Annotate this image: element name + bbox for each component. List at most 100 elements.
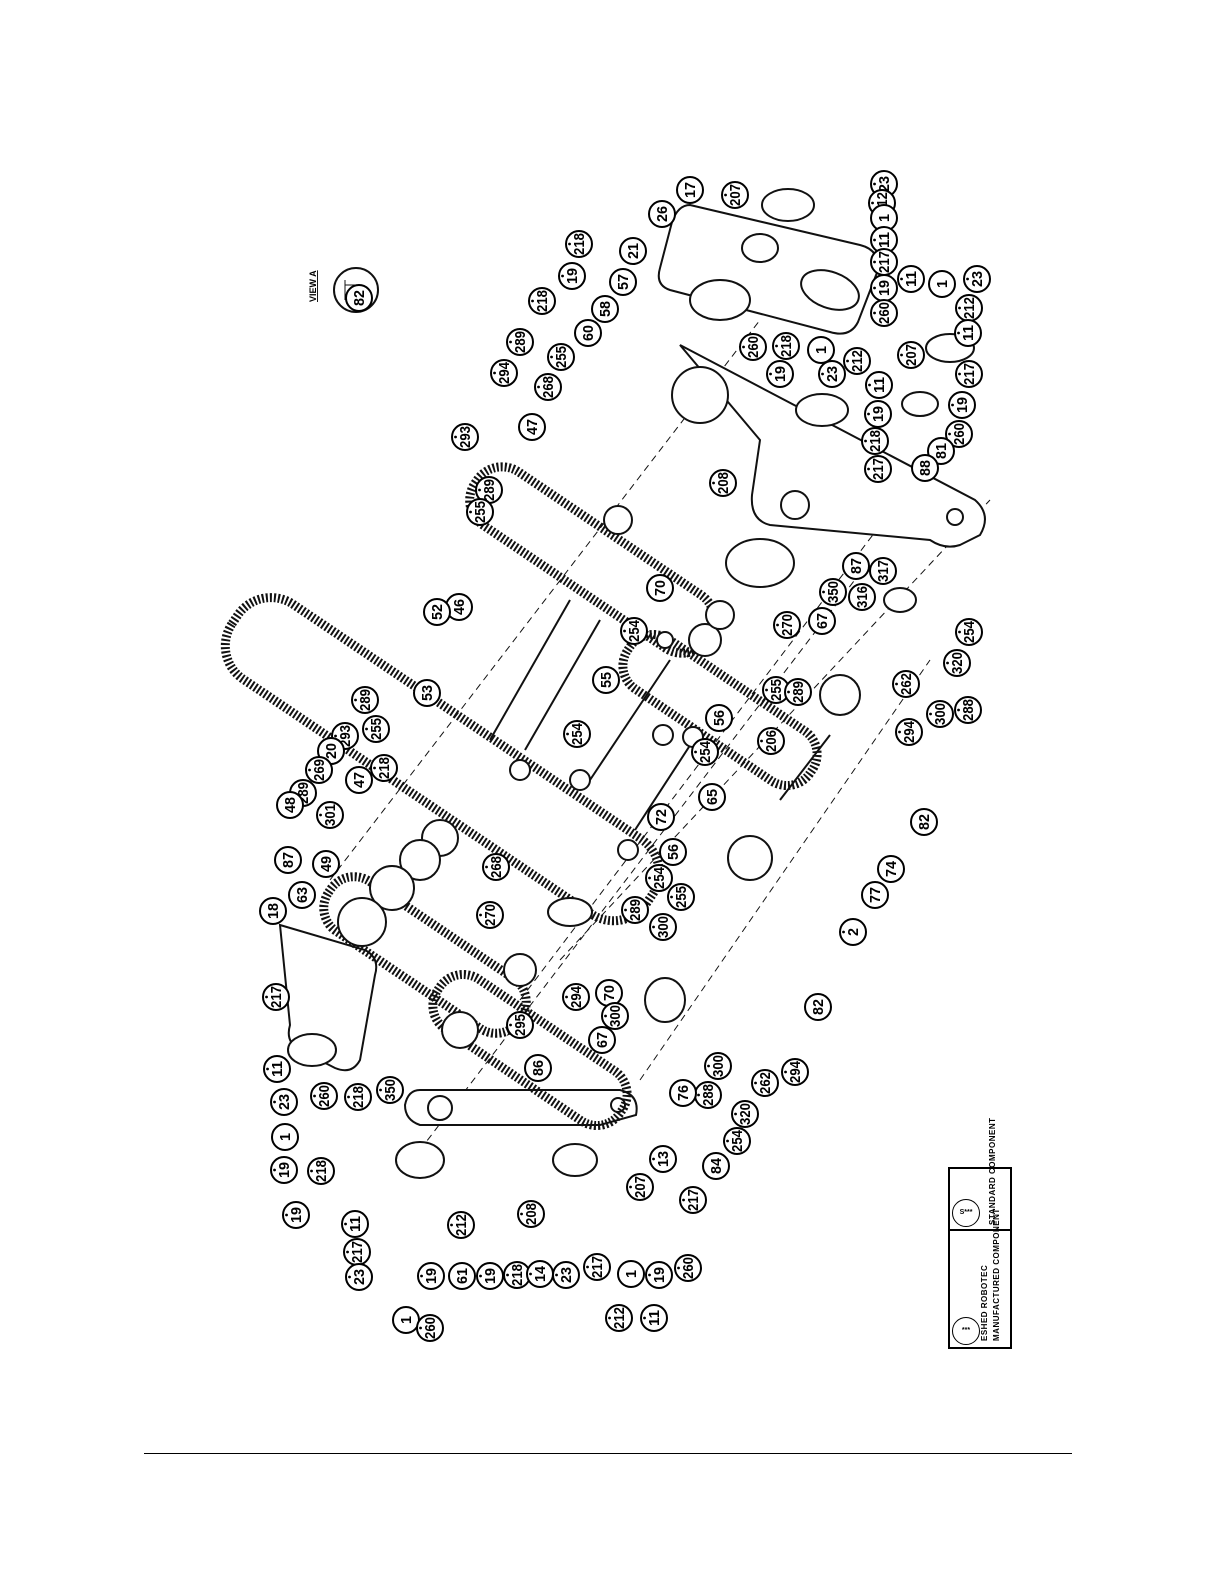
callout-balloon [721, 181, 749, 209]
standard-marker: • [466, 510, 477, 514]
callout-balloon [345, 766, 373, 794]
side-plate-right-main [679, 344, 986, 548]
part-callout-293: 293• [451, 423, 479, 451]
part-callout-70: 70 [595, 979, 623, 1007]
standard-marker: • [620, 629, 631, 633]
callout-number: 295 [512, 1014, 529, 1036]
callout-number: 52 [429, 604, 446, 620]
part-callout-46: 46 [445, 593, 473, 621]
callout-balloon [895, 718, 923, 746]
standard-marker: • [562, 995, 573, 999]
callout-number: 82 [916, 814, 933, 830]
callout-balloon [926, 700, 954, 728]
part-callout-67: 67 [588, 1026, 616, 1054]
standard-marker: • [709, 481, 720, 485]
callout-balloon [927, 437, 955, 465]
part-callout-255: 255• [466, 498, 494, 526]
part-callout-13: 13• [649, 1145, 677, 1173]
callout-balloon [617, 1260, 645, 1288]
callout-balloon [647, 803, 675, 831]
callout-number: 21 [625, 243, 642, 259]
callout-balloon [451, 423, 479, 451]
part-callout-218: 218• [565, 230, 593, 258]
part-callout-23: 23• [963, 265, 991, 293]
part-callout-206: 206• [757, 727, 785, 755]
callout-number: 23 [276, 1094, 293, 1110]
standard-marker: • [864, 467, 875, 471]
part-callout-82: 82 [804, 993, 832, 1021]
part-callout-218: 218• [370, 754, 398, 782]
callout-number: 269 [311, 759, 328, 781]
callout-balloon [954, 319, 982, 347]
callout-number: 76 [675, 1085, 692, 1101]
part-callout-212: 212• [843, 347, 871, 375]
callout-number: 47 [524, 419, 541, 435]
part-callout-47: 47 [518, 413, 546, 441]
part-callout-19: 19• [558, 262, 586, 290]
callout-balloon [870, 299, 898, 327]
callout-balloon [843, 347, 871, 375]
callout-balloon [619, 237, 647, 265]
callout-number: 300 [655, 916, 672, 938]
part-callout-294: 294• [895, 718, 923, 746]
part-callout-300: 300• [649, 913, 677, 941]
callout-balloon [865, 371, 893, 399]
callout-balloon [757, 727, 785, 755]
part-callout-19: 19• [476, 1262, 504, 1290]
callout-number: 218 [571, 233, 588, 255]
callout-balloon [861, 427, 889, 455]
standard-marker: • [868, 201, 879, 205]
part-callout-19: 19• [282, 1201, 310, 1229]
part-callout-11: 11• [640, 1304, 668, 1332]
part-callout-76: 76 [669, 1079, 697, 1107]
standard-marker: • [528, 299, 539, 303]
callout-number: 14 [532, 1265, 549, 1282]
callout-balloon [262, 983, 290, 1011]
part-callout-87: 87 [274, 846, 302, 874]
standard-marker: • [526, 1272, 537, 1276]
callout-number: 87 [280, 852, 297, 868]
callout-number: 300 [710, 1055, 727, 1077]
standard-marker: • [674, 1266, 685, 1270]
standard-marker: • [839, 930, 850, 934]
part-callout-270: 270• [773, 611, 801, 639]
part-callout-81: 81 [927, 437, 955, 465]
part-callout-19: 19• [645, 1261, 673, 1289]
callout-number: 217 [870, 458, 887, 480]
callout-balloon [808, 607, 836, 635]
standard-marker: • [345, 1275, 356, 1279]
standard-marker: • [762, 688, 773, 692]
callout-number: 1 [623, 1270, 640, 1278]
callout-balloon [448, 1262, 476, 1290]
callout-balloon [804, 993, 832, 1021]
callout-number: 254 [697, 740, 714, 763]
part-callout-254: 254• [645, 864, 673, 892]
callout-balloon [552, 1261, 580, 1289]
standard-marker: • [963, 277, 974, 281]
part-callout-49: 49 [312, 850, 340, 878]
callout-number: 70 [652, 580, 669, 596]
callout-balloon [709, 469, 737, 497]
callout-number: 49 [318, 856, 335, 872]
standard-marker: • [897, 277, 908, 281]
part-callout-11: 11• [865, 371, 893, 399]
callout-balloon [447, 1211, 475, 1239]
part-callout-294: 294• [781, 1058, 809, 1086]
callout-number: 13 [655, 1151, 672, 1167]
callout-number: 217 [268, 986, 285, 1008]
callout-number: 18 [265, 903, 282, 919]
callout-number: 262 [898, 673, 915, 695]
callout-number: 63 [294, 887, 311, 903]
part-callout-1: 1 [617, 1260, 645, 1288]
part-callout-11: 11• [341, 1210, 369, 1238]
callout-balloon [316, 801, 344, 829]
callout-balloon [897, 265, 925, 293]
part-callout-260: 260• [310, 1082, 338, 1110]
part-callout-288: 288• [694, 1081, 722, 1109]
callout-balloon [534, 373, 562, 401]
callout-number: 218 [350, 1086, 367, 1108]
standard-marker: • [955, 306, 966, 310]
part-callout-53: 53 [413, 679, 441, 707]
callout-balloon [626, 1173, 654, 1201]
